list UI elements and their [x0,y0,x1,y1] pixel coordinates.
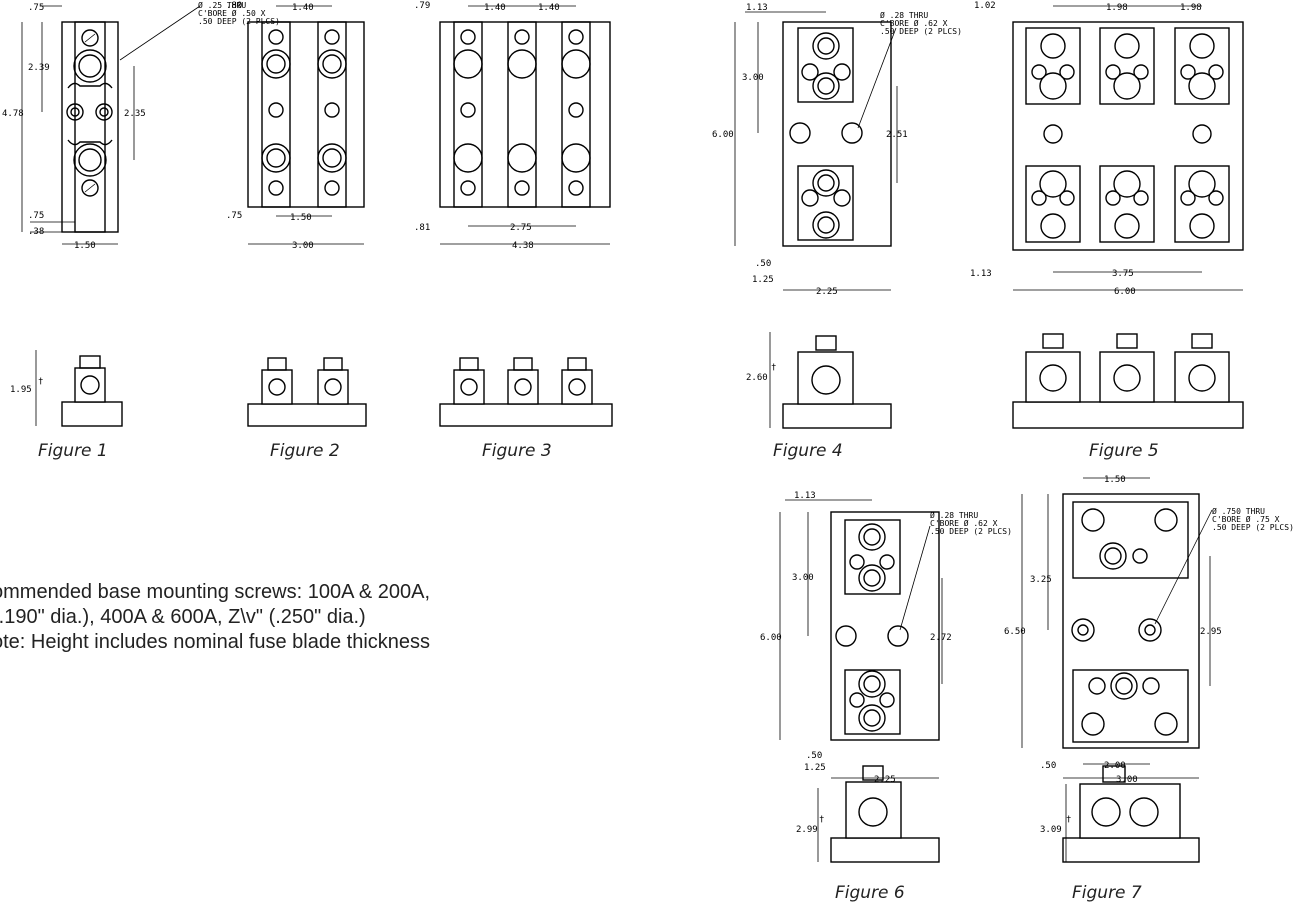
fig3-dim-1-40a: 1.40 [484,3,506,13]
fig2-dim-1-50: 1.50 [290,213,312,223]
figure-2-side-view [247,357,367,427]
fig4-dim-1-13: 1.13 [746,3,768,13]
fig4-callout-line3: .50 DEEP (2 PLCS) [880,27,962,36]
figure-5-caption: Figure 5 [1089,441,1159,461]
fig4-dim-6-00: 6.00 [712,130,734,140]
fig7-dim-height: 3.09 [1040,825,1062,835]
figure-6-caption: Figure 6 [835,883,905,903]
fig1-callout-line2: C'BORE Ø .50 X [198,8,266,18]
fig7-callout-line2: C'BORE Ø .75 X [1212,514,1280,524]
figure-3-side-view [439,357,613,427]
figure-4-side-view: 2.60 † [746,332,892,429]
fig4-dim-1-25: 1.25 [752,275,774,285]
fig1-dim-75b: .75 [28,211,44,221]
fig1-dim-1-50: 1.50 [74,241,96,251]
figure-4-top-view: Ø .28 THRU C'BORE Ø .62 X .50 DEEP (2 PL… [712,3,962,297]
fig1-dim-4-78: 4.78 [2,109,24,119]
fig1-dim-top: .75 [28,3,44,13]
fig6-callout-line2: C'BORE Ø .62 X [930,518,998,528]
fig5-dim-1-98a: 1.98 [1106,3,1128,13]
fig3-dim-81: .81 [414,223,430,233]
fig7-callout-line1: Ø .750 THRU [1212,506,1265,516]
fig7-dim-1-50: 1.50 [1104,475,1126,485]
figure-2-caption: Figure 2 [270,441,340,461]
fig4-dim-3-00: 3.00 [742,73,764,83]
fig6-callout-line1: Ø .28 THRU [930,510,978,520]
fig2-dim-80: .80 [226,1,242,11]
fig5-dim-1-02: 1.02 [974,1,996,11]
figure-1-caption: Figure 1 [38,441,108,461]
figure-5-top-view: 1.02 1.98 1.98 1.13 3.75 6.00 [970,1,1244,297]
figure-6-top-view: Ø .28 THRU C'BORE Ø .62 X .50 DEEP (2 PL… [760,491,1012,785]
fig5-dim-1-13: 1.13 [970,269,992,279]
fig4-callout-line2: C'BORE Ø .62 X [880,18,948,28]
figure-7-caption: Figure 7 [1072,883,1142,903]
fig5-dim-1-98b: 1.98 [1180,3,1202,13]
figure-3-caption: Figure 3 [482,441,552,461]
fig6-dim-height: 2.99 [796,825,818,835]
fig3-dim-79: .79 [414,1,430,11]
note-line-1: ommended base mounting screws: 100A & 20… [0,581,431,603]
figure-1-top-view: Ø .25 THRU C'BORE Ø .50 X .50 DEEP (2 PL… [2,0,280,251]
fig7-dim-2-95: 2.95 [1200,627,1222,637]
fig7-dim-3-25: 3.25 [1030,575,1052,585]
fig7-dim-6-50: 6.50 [1004,627,1026,637]
fig1-dim-height: 1.95 [10,385,32,395]
fig6-dagger: † [819,815,824,825]
fig2-dim-75: .75 [226,211,242,221]
fig7-dim-3-00: 3.00 [1116,775,1138,785]
figure-2-top-view: .80 1.40 .75 1.50 3.00 [226,1,365,251]
fig6-dim-6-00: 6.00 [760,633,782,643]
fig4-dagger: † [771,363,776,373]
fig1-dim-2-35: 2.35 [124,109,146,119]
fig6-callout-line3: .50 DEEP (2 PLCS) [930,527,1012,536]
fig2-dim-3-00: 3.00 [292,241,314,251]
fig3-dim-4-38: 4.38 [512,241,534,251]
figure-1-side-view: 1.95 † [10,350,123,427]
fig7-dagger: † [1066,815,1071,825]
fig1-dagger: † [38,377,43,387]
figure-5-side-view [1012,333,1244,429]
figure-6-side-view: 2.99 † [796,765,940,863]
fig2-dim-1-40: 1.40 [292,3,314,13]
figure-7-top-view: Ø .750 THRU C'BORE Ø .75 X .50 DEEP (2 P… [1004,475,1294,785]
fig5-dim-6-00: 6.00 [1114,287,1136,297]
fig6-dim-2-72: 2.72 [930,633,952,643]
fig6-dim-1-13: 1.13 [794,491,816,501]
fig7-dim-50: .50 [1040,761,1056,771]
fig1-callout-line1: Ø .25 THRU [198,0,246,10]
fig4-dim-2-51: 2.51 [886,130,908,140]
fig6-dim-3-00: 3.00 [792,573,814,583]
fig1-callout-line3: .50 DEEP (2 PLCS) [198,17,280,26]
fig1-dim-2-39: 2.39 [28,63,50,73]
fig7-callout-line3: .50 DEEP (2 PLCS) [1212,523,1294,532]
note-line-3: ote: Height includes nominal fuse blade … [0,631,431,653]
figure-7-side-view: 3.09 † [1040,765,1200,863]
fig6-dim-2-25: 2.25 [874,775,896,785]
mounting-notes: ommended base mounting screws: 100A & 20… [0,580,712,655]
fig4-callout-line1: Ø .28 THRU [880,10,928,20]
fig4-dim-2-25: 2.25 [816,287,838,297]
fig3-dim-1-40b: 1.40 [538,3,560,13]
figure-3-top-view: .79 1.40 1.40 .81 2.75 4.38 [414,1,611,251]
fig4-dim-50: .50 [755,259,771,269]
fig6-dim-1-25: 1.25 [804,763,826,773]
figure-4-caption: Figure 4 [773,441,843,461]
fig6-dim-50: .50 [806,751,822,761]
fig4-dim-height: 2.60 [746,373,768,383]
fig1-dim-38: .38 [28,227,44,237]
fig5-dim-3-75: 3.75 [1112,269,1134,279]
fig3-dim-2-75: 2.75 [510,223,532,233]
note-line-2: (.190" dia.), 400A & 600A, Z\v" (.250" d… [0,606,366,628]
